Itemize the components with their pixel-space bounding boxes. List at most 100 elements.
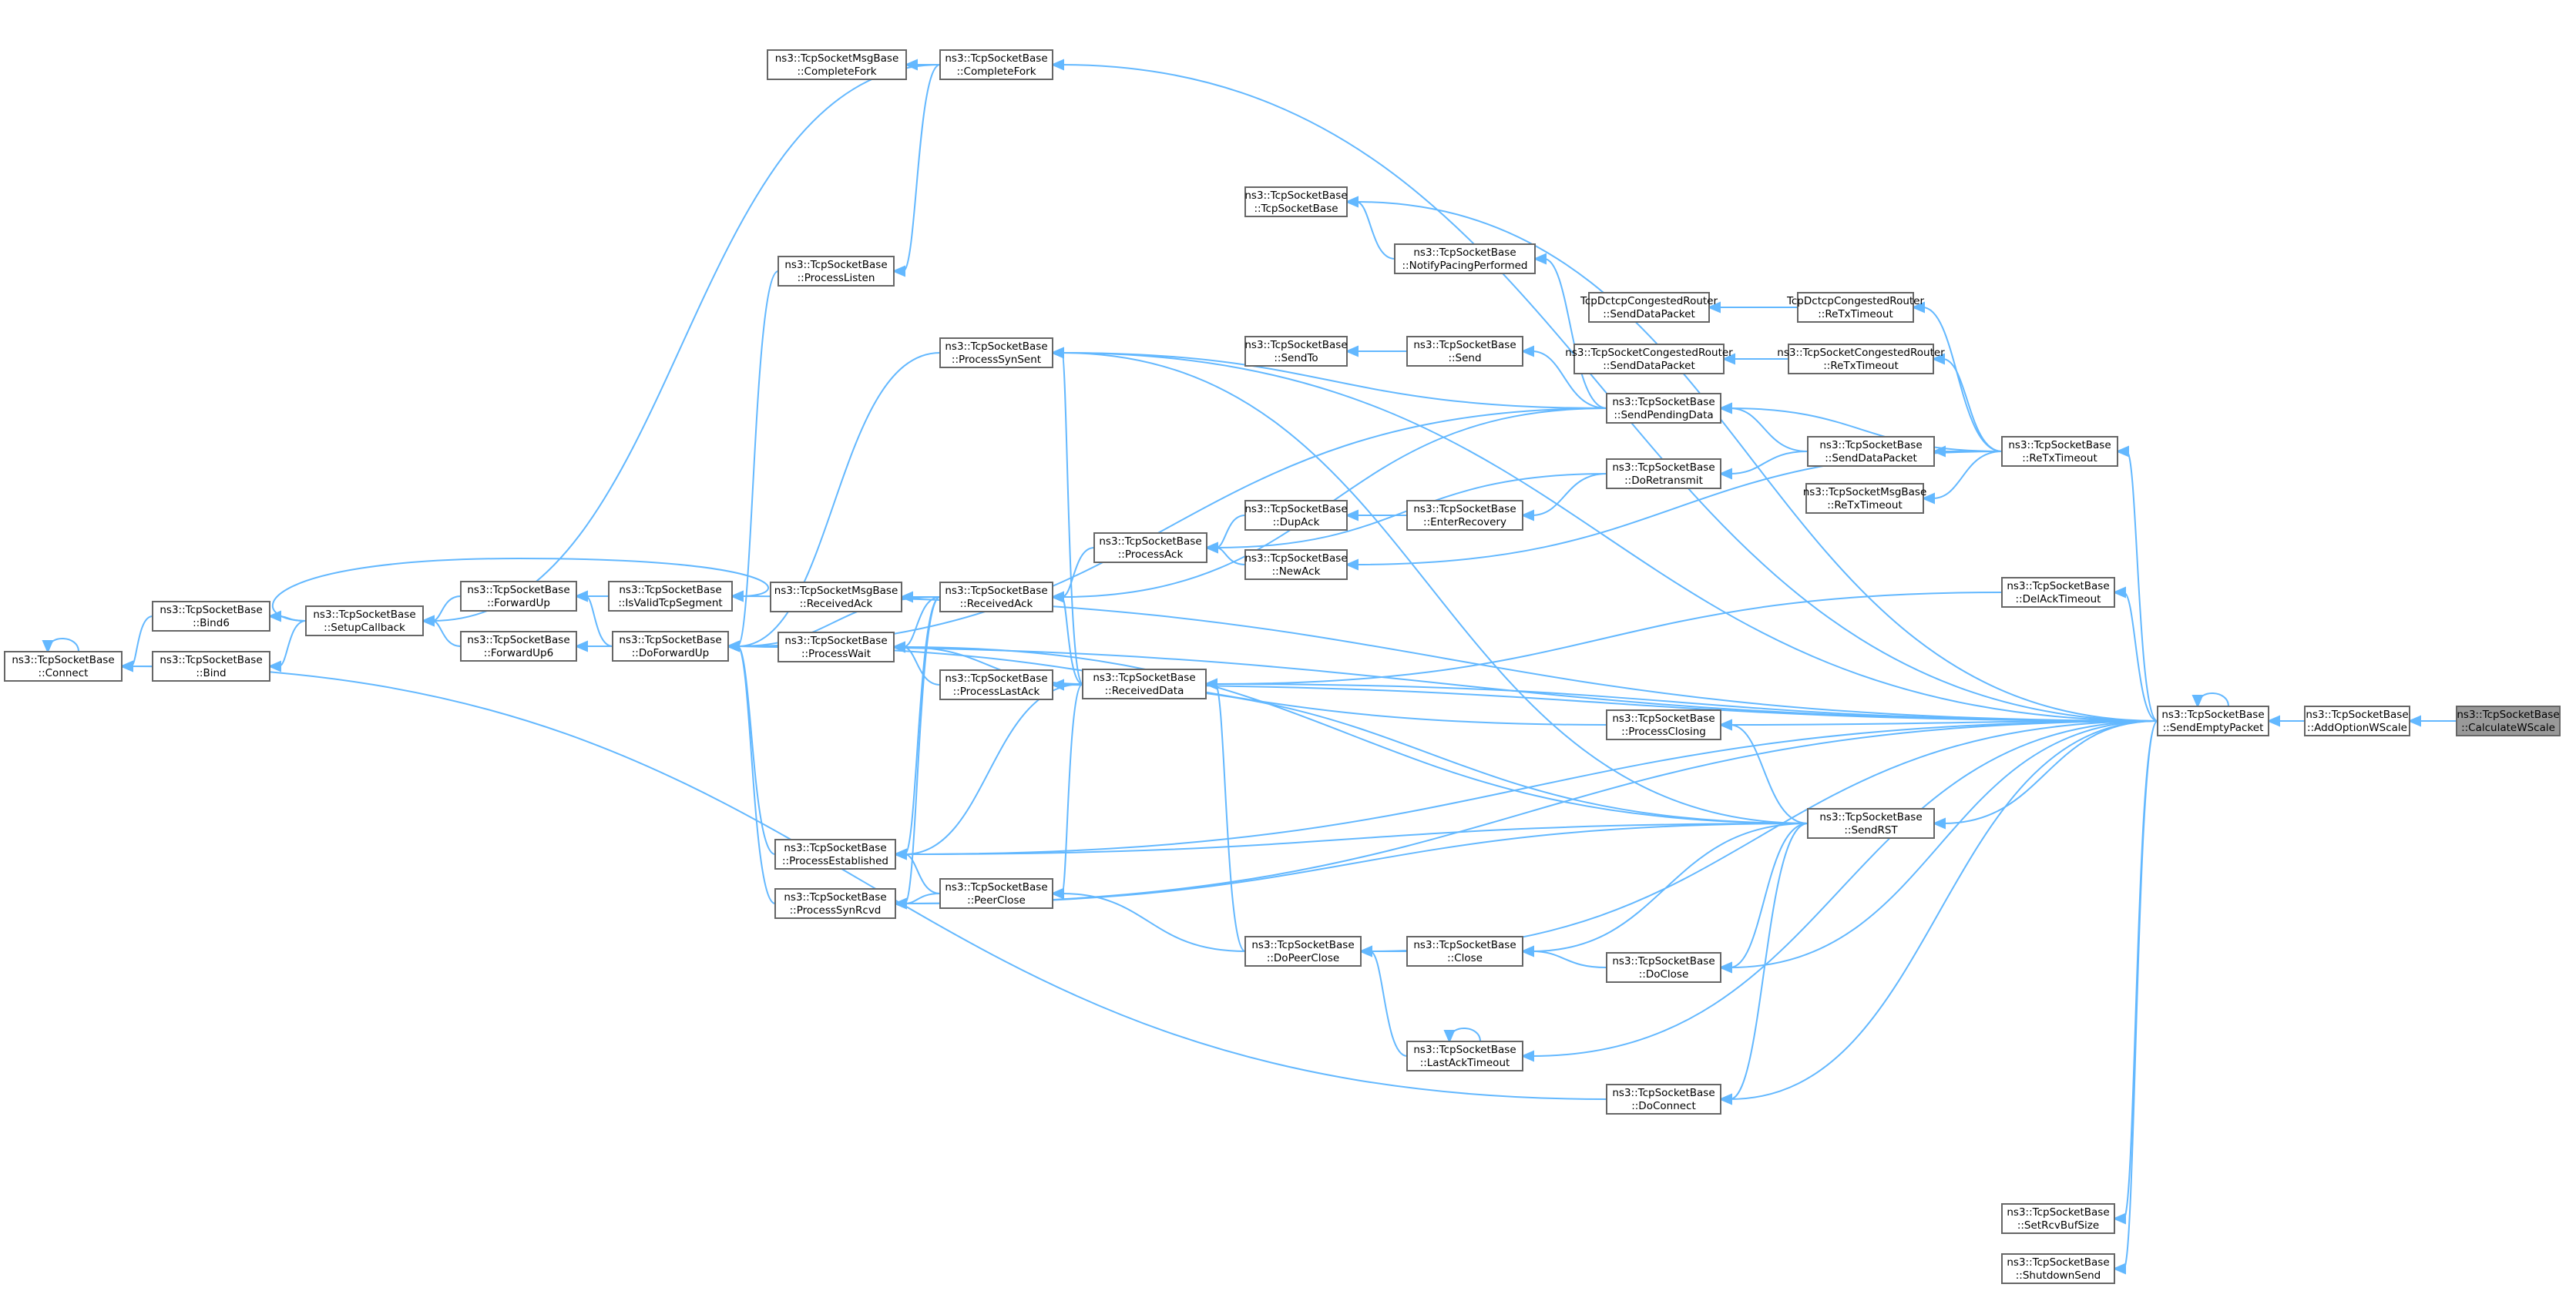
edge-line (1729, 724, 1809, 824)
function-node-setrcv[interactable]: ns3::TcpSocketBase::SetRcvBufSize (2001, 1203, 2115, 1234)
node-namespace-label: ns3::TcpSocketBase (1612, 396, 1715, 408)
edge-arrowhead (2191, 695, 2204, 709)
edge-line (271, 557, 769, 622)
call-edge (1718, 720, 2158, 1105)
edge-line (1729, 823, 1809, 1100)
function-node-tcpbase[interactable]: ns3::TcpSocketBase::TcpSocketBase (1244, 186, 1348, 217)
function-node-procack[interactable]: ns3::TcpSocketBase::ProcessAck (1093, 532, 1207, 563)
function-node-setupcb[interactable]: ns3::TcpSocketBase::SetupCallback (305, 605, 424, 636)
function-node-bind6[interactable]: ns3::TcpSocketBase::Bind6 (152, 601, 270, 632)
edge-line (2198, 692, 2229, 707)
function-node-dctcpsend[interactable]: TcpDctcpCongestedRouter::SendDataPacket (1580, 292, 1718, 323)
edge-line (1729, 451, 1809, 474)
function-node-close[interactable]: ns3::TcpSocketBase::Close (1406, 936, 1523, 967)
function-node-forwardup[interactable]: ns3::TcpSocketBase::ForwardUp (460, 581, 577, 612)
edge-line (1061, 893, 1246, 952)
call-edge (1520, 345, 1607, 409)
call-edge (1345, 196, 1395, 260)
edge-line (49, 638, 79, 652)
node-function-label: ::DoPeerClose (1267, 952, 1339, 964)
function-node-msgrecvack[interactable]: ns3::TcpSocketMsgBase::ReceivedAck (770, 582, 902, 612)
edge-arrowhead (1932, 817, 1946, 830)
node-function-label: ::DoRetransmit (1624, 474, 1703, 487)
function-node-retransmit[interactable]: ns3::TcpSocketBase::DoRetransmit (1606, 458, 1721, 489)
edge-line (1215, 515, 1246, 548)
function-node-procsynsent[interactable]: ns3::TcpSocketBase::ProcessSynSent (939, 337, 1053, 368)
function-node-procwait[interactable]: ns3::TcpSocketBase::ProcessWait (778, 632, 895, 662)
edge-arrowhead (1520, 1050, 1534, 1062)
call-edge (893, 596, 941, 860)
function-node-msgcomplete[interactable]: ns3::TcpSocketMsgBase::CompleteFork (767, 49, 907, 80)
function-node-newack[interactable]: ns3::TcpSocketBase::NewAck (1244, 549, 1348, 580)
function-node-shutdown[interactable]: ns3::TcpSocketBase::ShutdownSend (2001, 1253, 2115, 1284)
call-edge (119, 615, 153, 672)
node-namespace-label: ns3::TcpSocketBase (467, 584, 569, 596)
function-node-forwardup6[interactable]: ns3::TcpSocketBase::ForwardUp6 (460, 631, 577, 662)
edge-line (1531, 350, 1607, 409)
edge-line (741, 595, 2158, 722)
function-node-recvack[interactable]: ns3::TcpSocketBase::ReceivedAck (939, 582, 1053, 612)
function-node-msgretx[interactable]: ns3::TcpSocketMsgBase::ReTxTimeout (1803, 483, 1927, 514)
edge-arrowhead (119, 660, 133, 672)
node-box (2304, 706, 2410, 736)
call-edge (1718, 823, 1809, 1105)
edge-line (1061, 352, 1607, 409)
function-node-sendempty[interactable]: ns3::TcpSocketBase::SendEmptyPacket (2157, 706, 2269, 736)
function-node-procclosing[interactable]: ns3::TcpSocketBase::ProcessClosing (1606, 709, 1721, 740)
function-node-procsynrcvd[interactable]: ns3::TcpSocketBase::ProcessSynRcvd (774, 888, 896, 919)
function-node-notifypacing[interactable]: ns3::TcpSocketBase::NotifyPacingPerforme… (1394, 243, 1536, 274)
function-node-proclisten[interactable]: ns3::TcpSocketBase::ProcessListen (778, 256, 895, 287)
function-node-doforward[interactable]: ns3::TcpSocketBase::DoForwardUp (612, 631, 729, 662)
function-node-isvalid[interactable]: ns3::TcpSocketBase::IsValidTcpSegment (608, 581, 733, 612)
function-node-addopt[interactable]: ns3::TcpSocketBase::AddOptionWScale (2304, 706, 2410, 736)
node-function-label: ::LastAckTimeout (1420, 1057, 1510, 1069)
node-namespace-label: ns3::TcpSocketBase (2007, 580, 2109, 592)
function-node-dctcpretx[interactable]: TcpDctcpCongestedRouter::ReTxTimeout (1786, 292, 1925, 323)
node-function-label: ::Bind6 (193, 617, 230, 629)
function-node-sendpending[interactable]: ns3::TcpSocketBase::SendPendingData (1606, 393, 1721, 424)
function-node-doPeerClose[interactable]: ns3::TcpSocketBase::DoPeerClose (1244, 936, 1362, 967)
node-box (1244, 186, 1348, 217)
edge-line (1355, 201, 2158, 722)
function-node-send[interactable]: ns3::TcpSocketBase::Send (1406, 336, 1523, 367)
node-namespace-label: ns3::TcpSocketBase (1244, 552, 1347, 565)
node-namespace-label: ns3::TcpSocketBase (784, 635, 887, 647)
function-node-calc[interactable]: ns3::TcpSocketBase::CalculateWScale (2456, 706, 2561, 736)
edge-line (904, 893, 941, 904)
edge-arrowhead (1050, 887, 1064, 900)
function-node-completefork[interactable]: ns3::TcpSocketBase::CompleteFork (939, 49, 1053, 80)
node-function-label: ::Send (1448, 352, 1481, 364)
node-namespace-label: ns3::TcpSocketBase (12, 654, 114, 666)
function-node-dupack[interactable]: ns3::TcpSocketBase::DupAck (1244, 500, 1348, 531)
edge-arrowhead (1359, 945, 1372, 957)
edge-line (1061, 547, 1095, 598)
node-box (1093, 532, 1207, 563)
function-node-proclastack[interactable]: ns3::TcpSocketBase::ProcessLastAck (939, 669, 1053, 700)
function-node-lastack[interactable]: ns3::TcpSocketBase::LastAckTimeout (1406, 1041, 1523, 1071)
node-box (612, 631, 729, 662)
call-edge (119, 660, 1607, 1100)
node-namespace-label: ns3::TcpSocketBase (313, 609, 415, 621)
function-node-delack[interactable]: ns3::TcpSocketBase::DelAckTimeout (2001, 577, 2115, 608)
function-node-sendrst[interactable]: ns3::TcpSocketBase::SendRST (1807, 808, 1935, 839)
edge-arrowhead (1931, 353, 1945, 365)
function-node-sendto[interactable]: ns3::TcpSocketBase::SendTo (1244, 336, 1348, 367)
node-namespace-label: TcpDctcpCongestedRouter (1786, 295, 1925, 307)
function-node-recvdata[interactable]: ns3::TcpSocketBase::ReceivedData (1082, 669, 1207, 699)
node-namespace-label: ns3::TcpSocketBase (945, 585, 1047, 597)
function-node-procest[interactable]: ns3::TcpSocketBase::ProcessEstablished (774, 839, 896, 870)
node-namespace-label: ns3::TcpSocketBase (945, 52, 1047, 65)
function-node-retx[interactable]: ns3::TcpSocketBase::ReTxTimeout (2001, 436, 2118, 467)
edge-line (904, 853, 941, 894)
function-node-enterrec[interactable]: ns3::TcpSocketBase::EnterRecovery (1406, 500, 1523, 531)
function-node-peerclose[interactable]: ns3::TcpSocketBase::PeerClose (939, 878, 1053, 909)
function-node-congretx[interactable]: ns3::TcpSocketCongestedRouter::ReTxTimeo… (1777, 344, 1945, 374)
function-node-doconnect[interactable]: ns3::TcpSocketBase::DoConnect (1606, 1084, 1721, 1115)
node-box (1588, 292, 1710, 323)
function-node-bind[interactable]: ns3::TcpSocketBase::Bind (152, 651, 270, 682)
edge-arrowhead (2112, 586, 2126, 599)
function-node-connect[interactable]: ns3::TcpSocketBase::Connect (4, 651, 123, 682)
function-node-doclose[interactable]: ns3::TcpSocketBase::DoClose (1606, 952, 1721, 983)
function-node-senddatapkt[interactable]: ns3::TcpSocketBase::SendDataPacket (1807, 436, 1935, 467)
function-node-congsend[interactable]: ns3::TcpSocketCongestedRouter::SendDataP… (1565, 344, 1733, 374)
